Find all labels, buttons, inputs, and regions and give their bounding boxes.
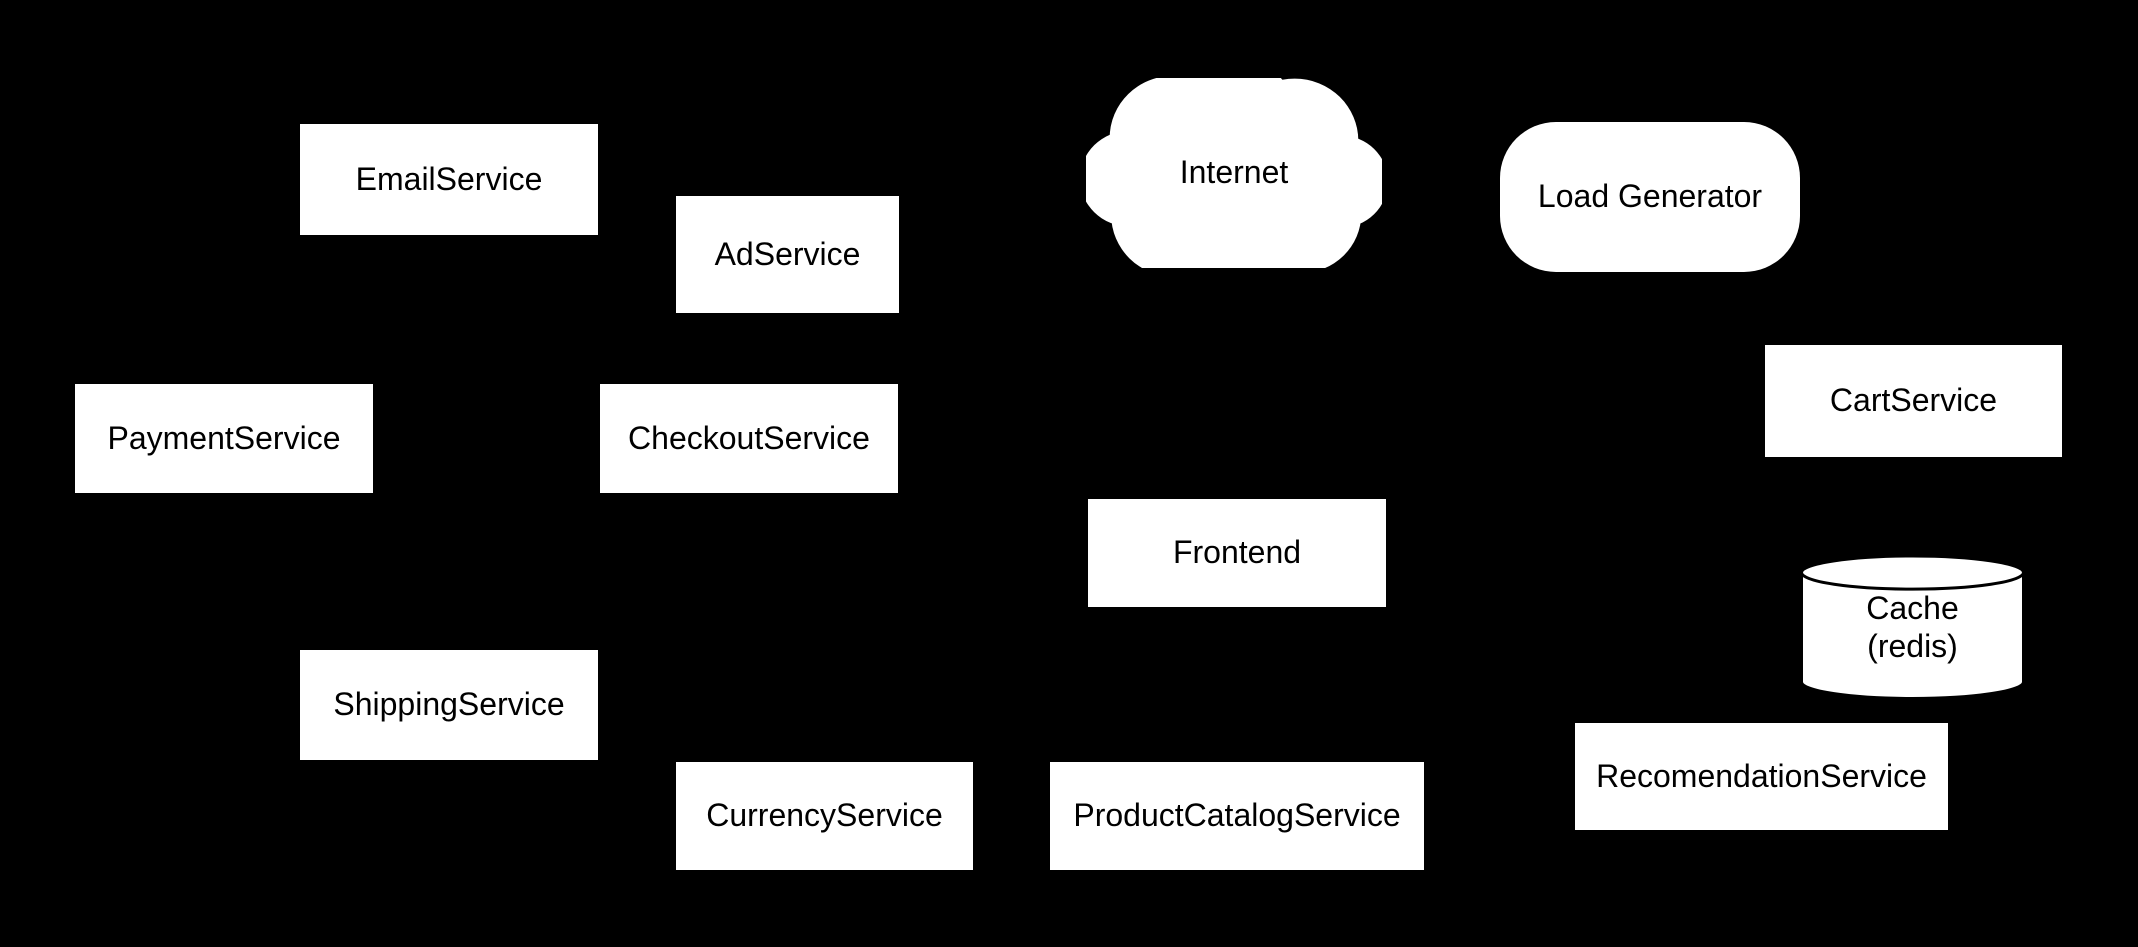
node-emailservice-label: EmailService <box>355 160 543 197</box>
node-checkoutservice[interactable]: CheckoutService <box>600 384 898 493</box>
node-adservice-label: AdService <box>714 235 861 272</box>
node-shippingservice-label: ShippingService <box>333 686 565 723</box>
node-adservice[interactable]: AdService <box>676 196 899 313</box>
node-emailservice[interactable]: EmailService <box>300 124 598 235</box>
node-currencyservice[interactable]: CurrencyService <box>676 762 973 870</box>
node-cache-database-icon[interactable]: Cache (redis) <box>1800 556 2025 700</box>
node-recomendationservice-label: RecomendationService <box>1596 757 1927 794</box>
node-internet-cloud-icon[interactable]: Internet <box>1086 78 1382 268</box>
node-shippingservice[interactable]: ShippingService <box>300 650 598 760</box>
node-productcatalogservice-label: ProductCatalogService <box>1073 797 1401 834</box>
node-paymentservice-label: PaymentService <box>107 419 341 456</box>
node-frontend[interactable]: Frontend <box>1088 499 1386 607</box>
node-productcatalogservice[interactable]: ProductCatalogService <box>1050 762 1424 870</box>
node-currencyservice-label: CurrencyService <box>706 797 943 834</box>
node-frontend-label: Frontend <box>1172 534 1302 571</box>
node-paymentservice[interactable]: PaymentService <box>75 384 373 493</box>
node-recomendationservice[interactable]: RecomendationService <box>1575 723 1948 830</box>
node-loadgenerator[interactable]: Load Generator <box>1500 122 1800 272</box>
node-cartservice[interactable]: CartService <box>1765 345 2062 457</box>
node-loadgenerator-label: Load Generator <box>1537 178 1763 215</box>
node-checkoutservice-label: CheckoutService <box>628 419 870 456</box>
node-cartservice-label: CartService <box>1829 382 1998 419</box>
